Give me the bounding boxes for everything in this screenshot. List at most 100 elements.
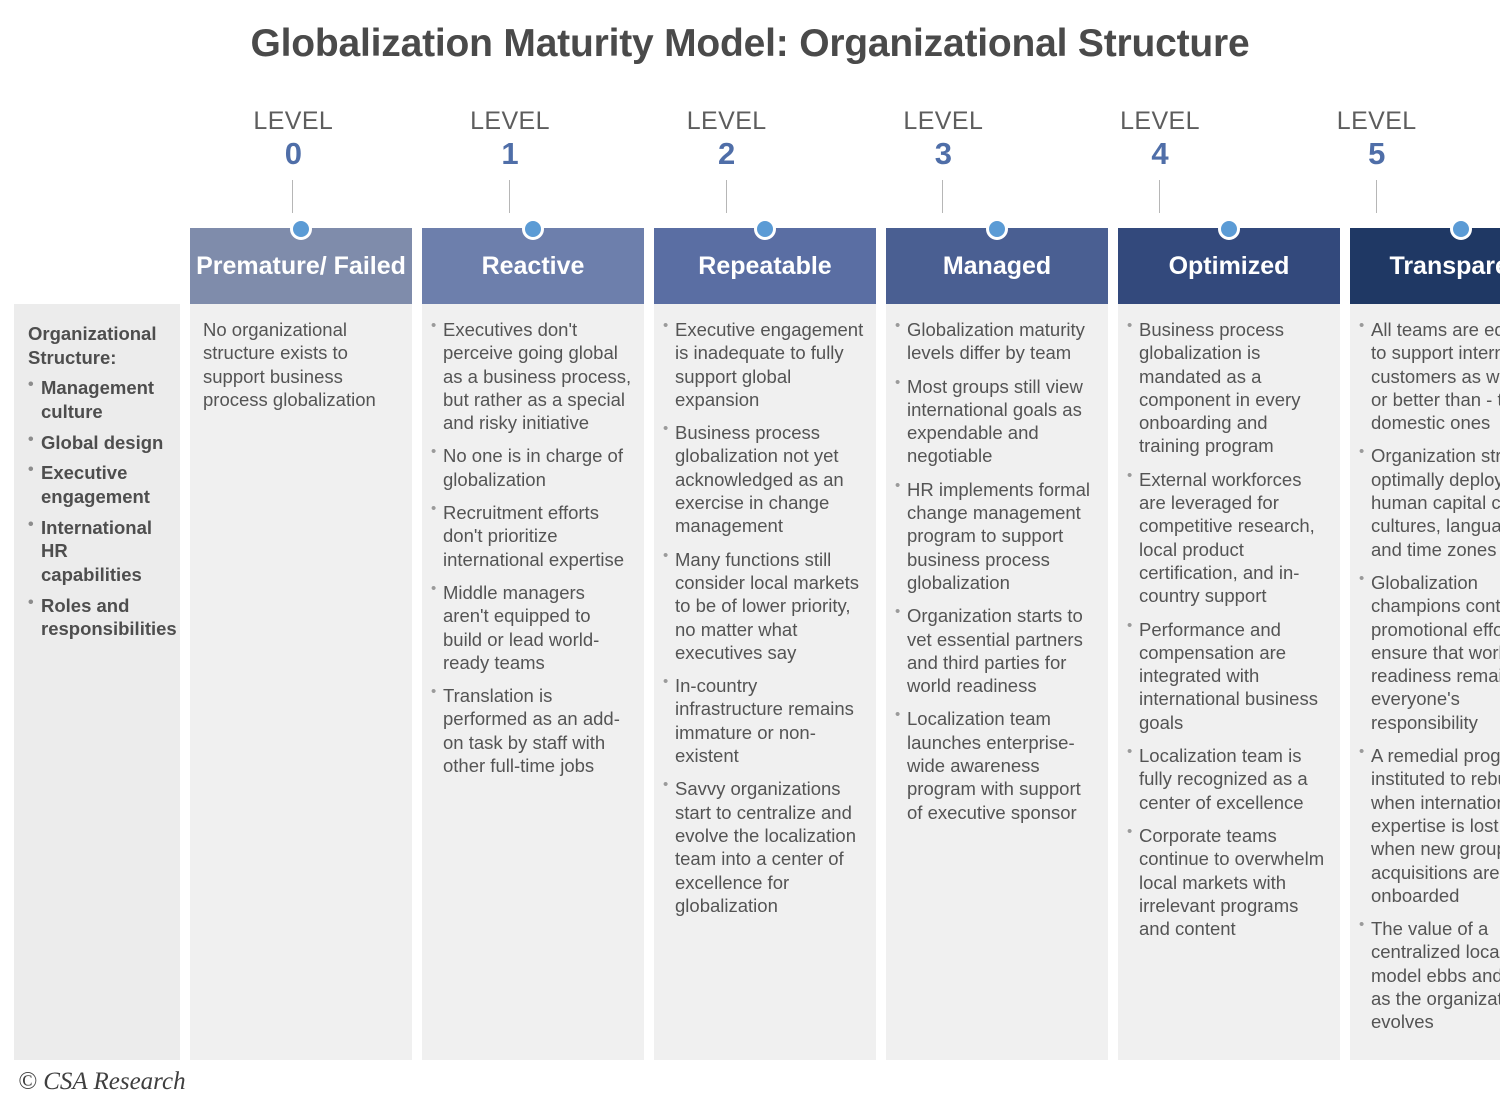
maturity-column-level-0: Premature/ Failed No organizational struc… [190,218,412,1060]
column-body-1: Executives don't perceive going global a… [422,304,644,1060]
list-item: Localization team is fully recognized as… [1126,743,1330,814]
list-item: In-country infrastructure remains immatu… [662,673,866,767]
column-description: No organizational structure exists to su… [203,319,376,410]
list-item: All teams are equipped to support intern… [1358,317,1500,434]
level-word: LEVEL [1120,107,1200,135]
row-label-list: Management cultureGlobal designExecutive… [28,375,177,641]
column-header-label: Transparent [1389,252,1500,280]
list-item: Localization team launches enterprise-wi… [894,706,1098,823]
column-body-0: No organizational structure exists to su… [190,304,412,1060]
column-header-label: Premature/ Failed [196,252,406,280]
list-item: Business process globalization not yet a… [662,420,866,537]
maturity-column-level-1: ReactiveExecutives don't perceive going … [422,218,644,1060]
column-header-0[interactable]: Premature/ Failed [190,218,412,304]
column-header-label: Optimized [1168,252,1290,280]
level-word: LEVEL [903,107,984,135]
column-body-3: Globalization maturity levels differ by … [886,304,1108,1060]
column-bullet-list: Executive engagement is inadequate to fu… [662,317,866,917]
list-item: A remedial program is instituted to rebu… [1358,743,1500,907]
column-header-1[interactable]: Reactive [422,218,644,304]
maturity-column-level-4: OptimizedBusiness process globalization … [1118,218,1340,1060]
level-connector-line [509,180,510,213]
level-number: 0 [284,136,302,172]
maturity-matrix: Organizational Structure: Management cul… [14,218,1500,1060]
row-label-body: Organizational Structure: Management cul… [14,304,180,1060]
list-item: Executive engagement is inadequate to fu… [662,317,866,411]
copyright-footer: © CSA Research [18,1068,186,1095]
list-item: Corporate teams continue to overwhelm lo… [1126,823,1330,940]
row-label-column: Organizational Structure: Management cul… [14,228,180,1060]
level-word: LEVEL [1336,107,1417,135]
level-number: 2 [718,136,736,172]
column-header-label: Repeatable [698,252,832,280]
level-connector-line [1159,180,1161,213]
list-item: No one is in charge of globalization [430,443,634,491]
list-item: Organization starts to vet essential par… [894,603,1098,697]
level-word: LEVEL [470,107,550,135]
level-connector-line [725,180,727,213]
list-item: Business process globalization is mandat… [1126,317,1330,458]
list-item: Savvy organizations start to centralize … [662,776,866,917]
level-word: LEVEL [686,107,767,135]
level-number: 1 [501,136,519,172]
column-bullet-list: Business process globalization is mandat… [1126,317,1330,940]
list-item: Many functions still consider local mark… [662,547,866,664]
list-item: Executives don't perceive going global a… [430,317,634,434]
list-item: Globalization maturity levels differ by … [894,317,1098,365]
level-connector-line [292,180,294,213]
stage-dot-icon [986,218,1008,240]
column-header-3[interactable]: Managed [886,218,1108,304]
level-number: 5 [1368,136,1386,172]
list-item: Organization strives to optimally deploy… [1358,443,1500,560]
list-item: Recruitment efforts don't prioritize int… [430,500,634,571]
list-item: Most groups still view international goa… [894,374,1098,468]
stage-dot-icon [522,218,544,240]
list-item: External workforces are leveraged for co… [1126,467,1330,608]
level-word: LEVEL [253,107,334,135]
stage-dot-icon [1218,218,1240,240]
list-item: The value of a centralized localization … [1358,916,1500,1033]
list-item: HR implements formal change management p… [894,477,1098,594]
column-header-2[interactable]: Repeatable [654,218,876,304]
column-header-4[interactable]: Optimized [1118,218,1340,304]
column-header-5[interactable]: Transparent [1350,218,1500,304]
column-header-label: Reactive [481,252,585,280]
maturity-column-level-5: TransparentAll teams are equipped to sup… [1350,218,1500,1060]
column-bullet-list: Globalization maturity levels differ by … [894,317,1098,824]
column-bullet-list: Executives don't perceive going global a… [430,317,634,777]
stage-dot-icon [1450,218,1472,240]
level-number: 3 [934,136,952,172]
list-item: Globalization champions continue promoti… [1358,570,1500,734]
stage-dot-icon [290,218,312,240]
page-title: Globalization Maturity Model: Organizati… [250,22,1250,65]
list-item: Translation is performed as an add-on ta… [430,683,634,777]
row-label-spacer [14,228,180,304]
column-body-4: Business process globalization is mandat… [1118,304,1340,1060]
level-connector-line [1375,180,1377,213]
level-number: 4 [1151,136,1169,172]
maturity-column-level-3: ManagedGlobalization maturity levels dif… [886,218,1108,1060]
row-label-item: Global design [28,430,168,455]
stage-dot-icon [754,218,776,240]
row-label-item: Roles and responsibilities [28,593,177,641]
column-bullet-list: All teams are equipped to support intern… [1358,317,1500,1034]
list-item: Middle managers aren't equipped to build… [430,580,634,674]
column-body-2: Executive engagement is inadequate to fu… [654,304,876,1060]
level-connector-line [942,180,944,213]
column-header-label: Managed [942,252,1052,280]
list-item: Performance and compensation are integra… [1126,617,1330,734]
row-label-item: International HR capabilities [28,515,168,587]
column-body-5: All teams are equipped to support intern… [1350,304,1500,1060]
row-label-item: Management culture [28,375,168,423]
maturity-column-level-2: RepeatableExecutive engagement is inadeq… [654,218,876,1060]
maturity-columns: Premature/ Failed No organizational struc… [190,218,1500,1060]
row-label-item: Executive engagement [28,460,168,508]
row-label-title: Organizational Structure: [28,323,157,368]
